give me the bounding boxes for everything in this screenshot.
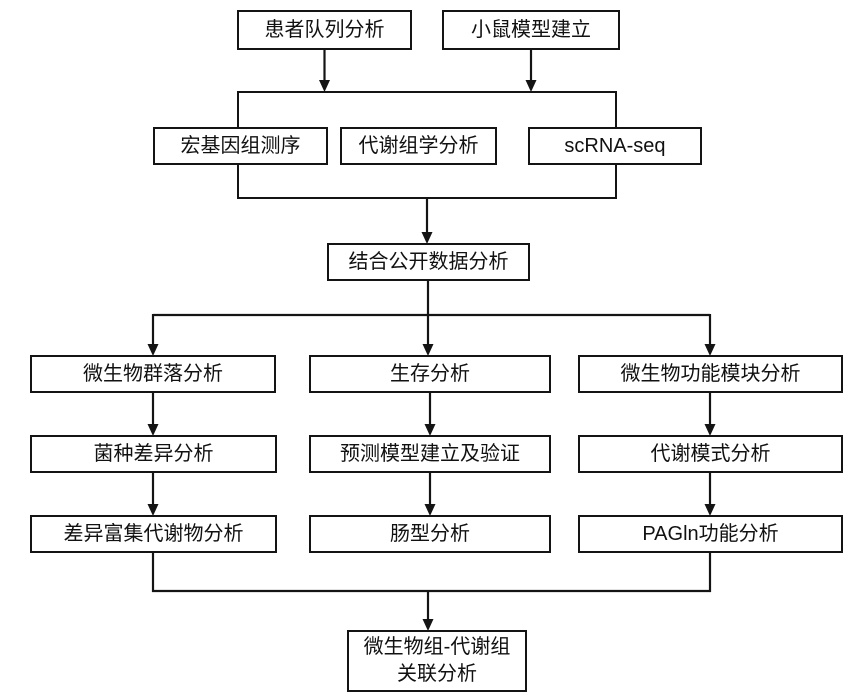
edge-public-data-to-survival <box>422 281 434 356</box>
node-public-data-analysis: 结合公开数据分析 <box>327 243 530 281</box>
node-enterotype-analysis: 肠型分析 <box>309 515 551 553</box>
node-patient-cohort: 患者队列分析 <box>237 10 412 50</box>
node-label: 预测模型建立及验证 <box>340 442 520 465</box>
node-differential-metabolite-analysis: 差异富集代谢物分析 <box>30 515 277 553</box>
edge-functional-module-to-metabolic-pattern <box>704 393 716 436</box>
node-pagln-function-analysis: PAGln功能分析 <box>578 515 843 553</box>
node-survival-analysis: 生存分析 <box>309 355 551 393</box>
edge-prediction-model-to-enterotype <box>424 473 436 516</box>
node-label: 患者队列分析 <box>264 18 385 41</box>
node-label: 差异富集代谢物分析 <box>63 522 244 545</box>
node-label-line1: 微生物组-代谢组 <box>363 636 511 658</box>
node-label: 微生物群落分析 <box>83 362 223 385</box>
node-metabolomics-analysis: 代谢组学分析 <box>340 127 497 165</box>
node-label: 菌种差异分析 <box>93 442 214 465</box>
edge-branch-to-functional-module <box>704 314 716 356</box>
node-label: scRNA-seq <box>564 134 666 157</box>
node-label: 小鼠模型建立 <box>471 18 591 41</box>
node-metagenomic-sequencing: 宏基因组测序 <box>153 127 328 165</box>
node-microbial-functional-module-analysis: 微生物功能模块分析 <box>578 355 843 393</box>
node-label: 生存分析 <box>390 362 470 385</box>
edge-species-difference-to-differential-metabolites <box>147 473 159 516</box>
node-label: 代谢模式分析 <box>650 442 771 465</box>
edge-merge-to-association <box>422 591 434 631</box>
node-microbial-community-analysis: 微生物群落分析 <box>30 355 276 393</box>
edge-community-to-species-difference <box>147 393 159 436</box>
node-label: 肠型分析 <box>390 522 470 545</box>
node-prediction-model-validation: 预测模型建立及验证 <box>309 435 551 473</box>
edge-omics-panel-to-public-data <box>421 199 433 244</box>
edge-mouse-model-to-omics-panel <box>525 50 537 92</box>
node-association-analysis: 微生物组-代谢组 关联分析 <box>347 630 527 692</box>
node-species-difference-analysis: 菌种差异分析 <box>30 435 277 473</box>
edge-metabolic-pattern-to-pagln-function <box>704 473 716 516</box>
edge-survival-to-prediction-model <box>424 393 436 436</box>
node-mouse-model: 小鼠模型建立 <box>442 10 620 50</box>
node-label: PAGln功能分析 <box>642 522 779 545</box>
node-label-line2: 关联分析 <box>397 663 477 685</box>
edge-patient-cohort-to-omics-panel <box>319 50 330 92</box>
node-label: 代谢组学分析 <box>358 134 479 157</box>
node-label: 结合公开数据分析 <box>348 250 509 273</box>
node-label: 微生物功能模块分析 <box>620 362 801 385</box>
node-label: 宏基因组测序 <box>180 134 301 157</box>
node-metabolic-pattern-analysis: 代谢模式分析 <box>578 435 843 473</box>
node-scrna-seq: scRNA-seq <box>528 127 702 165</box>
edge-branch-to-microbial-community <box>147 314 159 356</box>
